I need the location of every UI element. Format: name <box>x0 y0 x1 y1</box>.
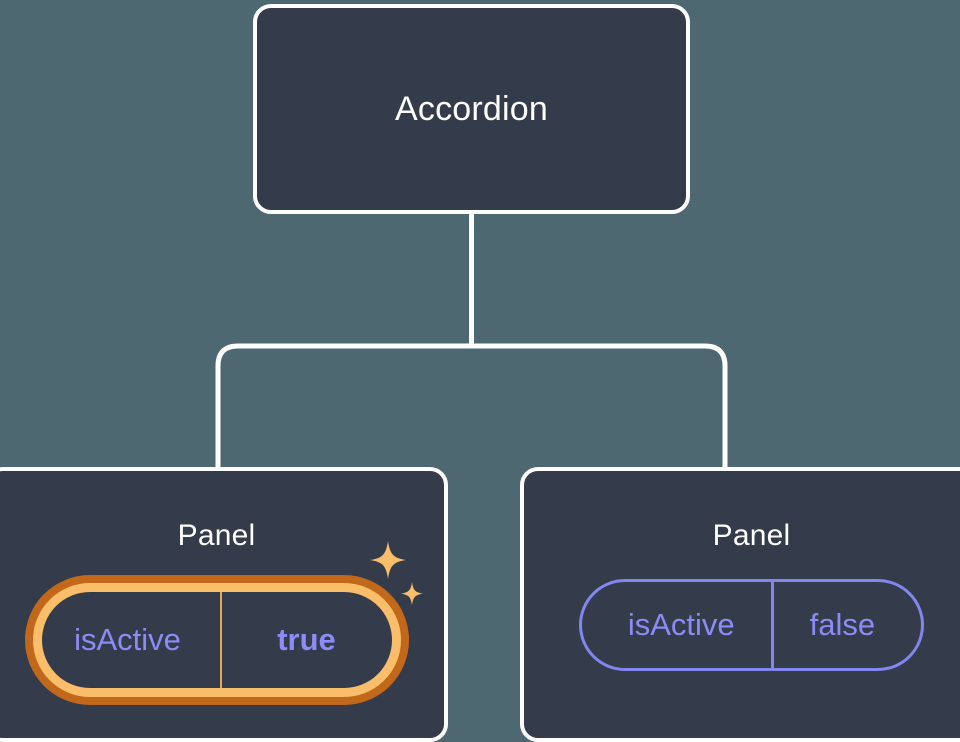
prop-key-isactive-left: isActive <box>74 622 181 657</box>
prop-key-isactive-right: isActive <box>627 607 735 642</box>
highlight-ring-inner <box>32 583 401 697</box>
node-title-panel-right: Panel <box>712 519 791 552</box>
node-panel-right[interactable]: Panel isActive false <box>520 467 960 742</box>
prop-pill-highlighted[interactable]: isActive true <box>24 575 409 705</box>
prop-value-isactive-right: false <box>770 582 921 668</box>
prop-pill-plain[interactable]: isActive false <box>578 579 925 671</box>
prop-value-isactive-left: true <box>219 592 392 688</box>
node-accordion[interactable]: Accordion <box>253 4 690 214</box>
node-title-panel-left: Panel <box>177 519 256 552</box>
connector-branch-bar <box>215 343 728 467</box>
node-panel-left[interactable]: Panel isActive true <box>0 467 448 742</box>
node-title-accordion: Accordion <box>395 90 548 128</box>
highlight-ring-outer <box>24 575 409 705</box>
